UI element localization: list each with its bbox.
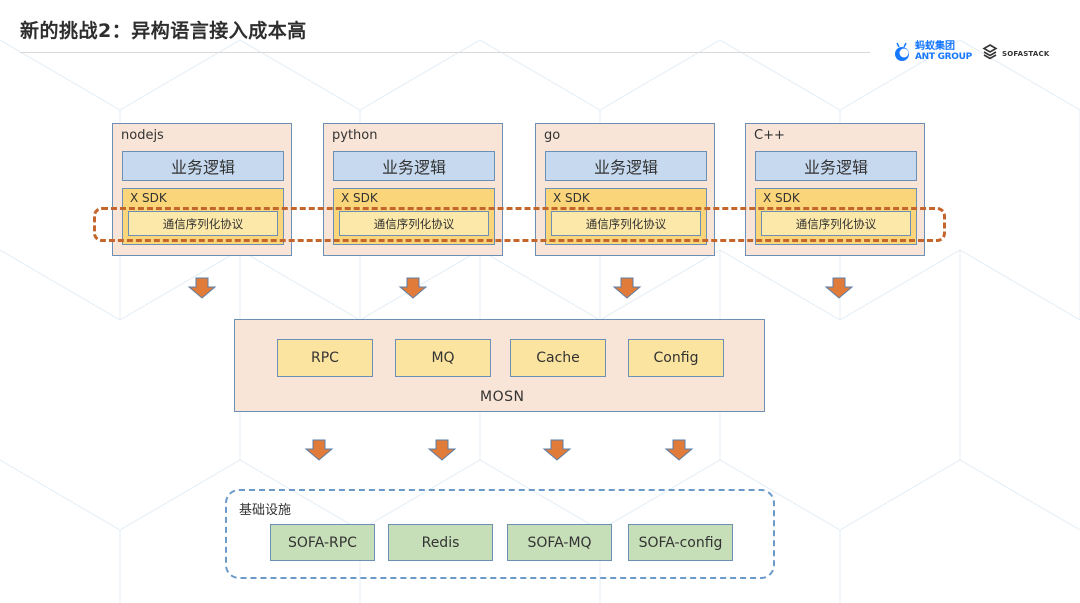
protocol-box: 通信序列化协议 (128, 211, 278, 236)
infrastructure-group: 基础设施 SOFA-RPC Redis SOFA-MQ SOFA-config (225, 489, 775, 579)
down-arrow-icon (612, 277, 642, 299)
ant-group-en: ANT GROUP (915, 52, 972, 62)
sdk-box: X SDK 通信序列化协议 (545, 188, 707, 245)
sdk-label: X SDK (341, 191, 378, 205)
mosn-module-cache: Cache (510, 339, 606, 377)
sdk-box: X SDK 通信序列化协议 (122, 188, 284, 245)
mosn-box: RPC MQ Cache Config MOSN (234, 319, 765, 412)
down-arrow-icon (304, 439, 334, 461)
mosn-label: MOSN (480, 389, 525, 405)
mosn-module-config: Config (628, 339, 724, 377)
sdk-box: X SDK 通信序列化协议 (755, 188, 917, 245)
language-name: C++ (754, 128, 785, 143)
business-logic-box: 业务逻辑 (545, 151, 707, 181)
mosn-module-mq: MQ (395, 339, 491, 377)
language-box-python: python 业务逻辑 X SDK 通信序列化协议 (323, 123, 503, 256)
infra-item-sofa-rpc: SOFA-RPC (270, 524, 375, 561)
ant-group-logo: 蚂蚁集团 ANT GROUP (893, 42, 972, 62)
down-arrow-icon (187, 277, 217, 299)
sdk-box: X SDK 通信序列化协议 (333, 188, 495, 245)
language-box-nodejs: nodejs 业务逻辑 X SDK 通信序列化协议 (112, 123, 292, 256)
protocol-box: 通信序列化协议 (761, 211, 911, 236)
infra-item-redis: Redis (388, 524, 493, 561)
sdk-label: X SDK (553, 191, 590, 205)
protocol-box: 通信序列化协议 (551, 211, 701, 236)
business-logic-box: 业务逻辑 (333, 151, 495, 181)
down-arrow-icon (398, 277, 428, 299)
title-divider (20, 52, 870, 53)
language-box-go: go 业务逻辑 X SDK 通信序列化协议 (535, 123, 715, 256)
sofastack-text: SOFASTACK (1002, 50, 1050, 58)
business-logic-box: 业务逻辑 (122, 151, 284, 181)
protocol-highlight-outline (93, 207, 946, 242)
down-arrow-icon (664, 439, 694, 461)
ant-group-cn: 蚂蚁集团 (915, 41, 955, 52)
mosn-module-rpc: RPC (277, 339, 373, 377)
infra-item-sofa-mq: SOFA-MQ (507, 524, 612, 561)
language-name: python (332, 128, 378, 143)
down-arrow-icon (427, 439, 457, 461)
down-arrow-icon (542, 439, 572, 461)
business-logic-box: 业务逻辑 (755, 151, 917, 181)
page-title: 新的挑战2：异构语言接入成本高 (20, 20, 307, 42)
sdk-label: X SDK (763, 191, 800, 205)
protocol-box: 通信序列化协议 (339, 211, 489, 236)
ant-group-icon (893, 42, 911, 62)
infra-item-sofa-config: SOFA-config (628, 524, 733, 561)
sdk-label: X SDK (130, 191, 167, 205)
down-arrow-icon (824, 277, 854, 299)
sofastack-logo: SOFASTACK (982, 44, 1049, 64)
sofastack-icon (982, 44, 998, 64)
language-box-cpp: C++ 业务逻辑 X SDK 通信序列化协议 (745, 123, 925, 256)
infrastructure-label: 基础设施 (239, 503, 292, 518)
language-name: go (544, 128, 561, 143)
language-name: nodejs (121, 128, 164, 143)
